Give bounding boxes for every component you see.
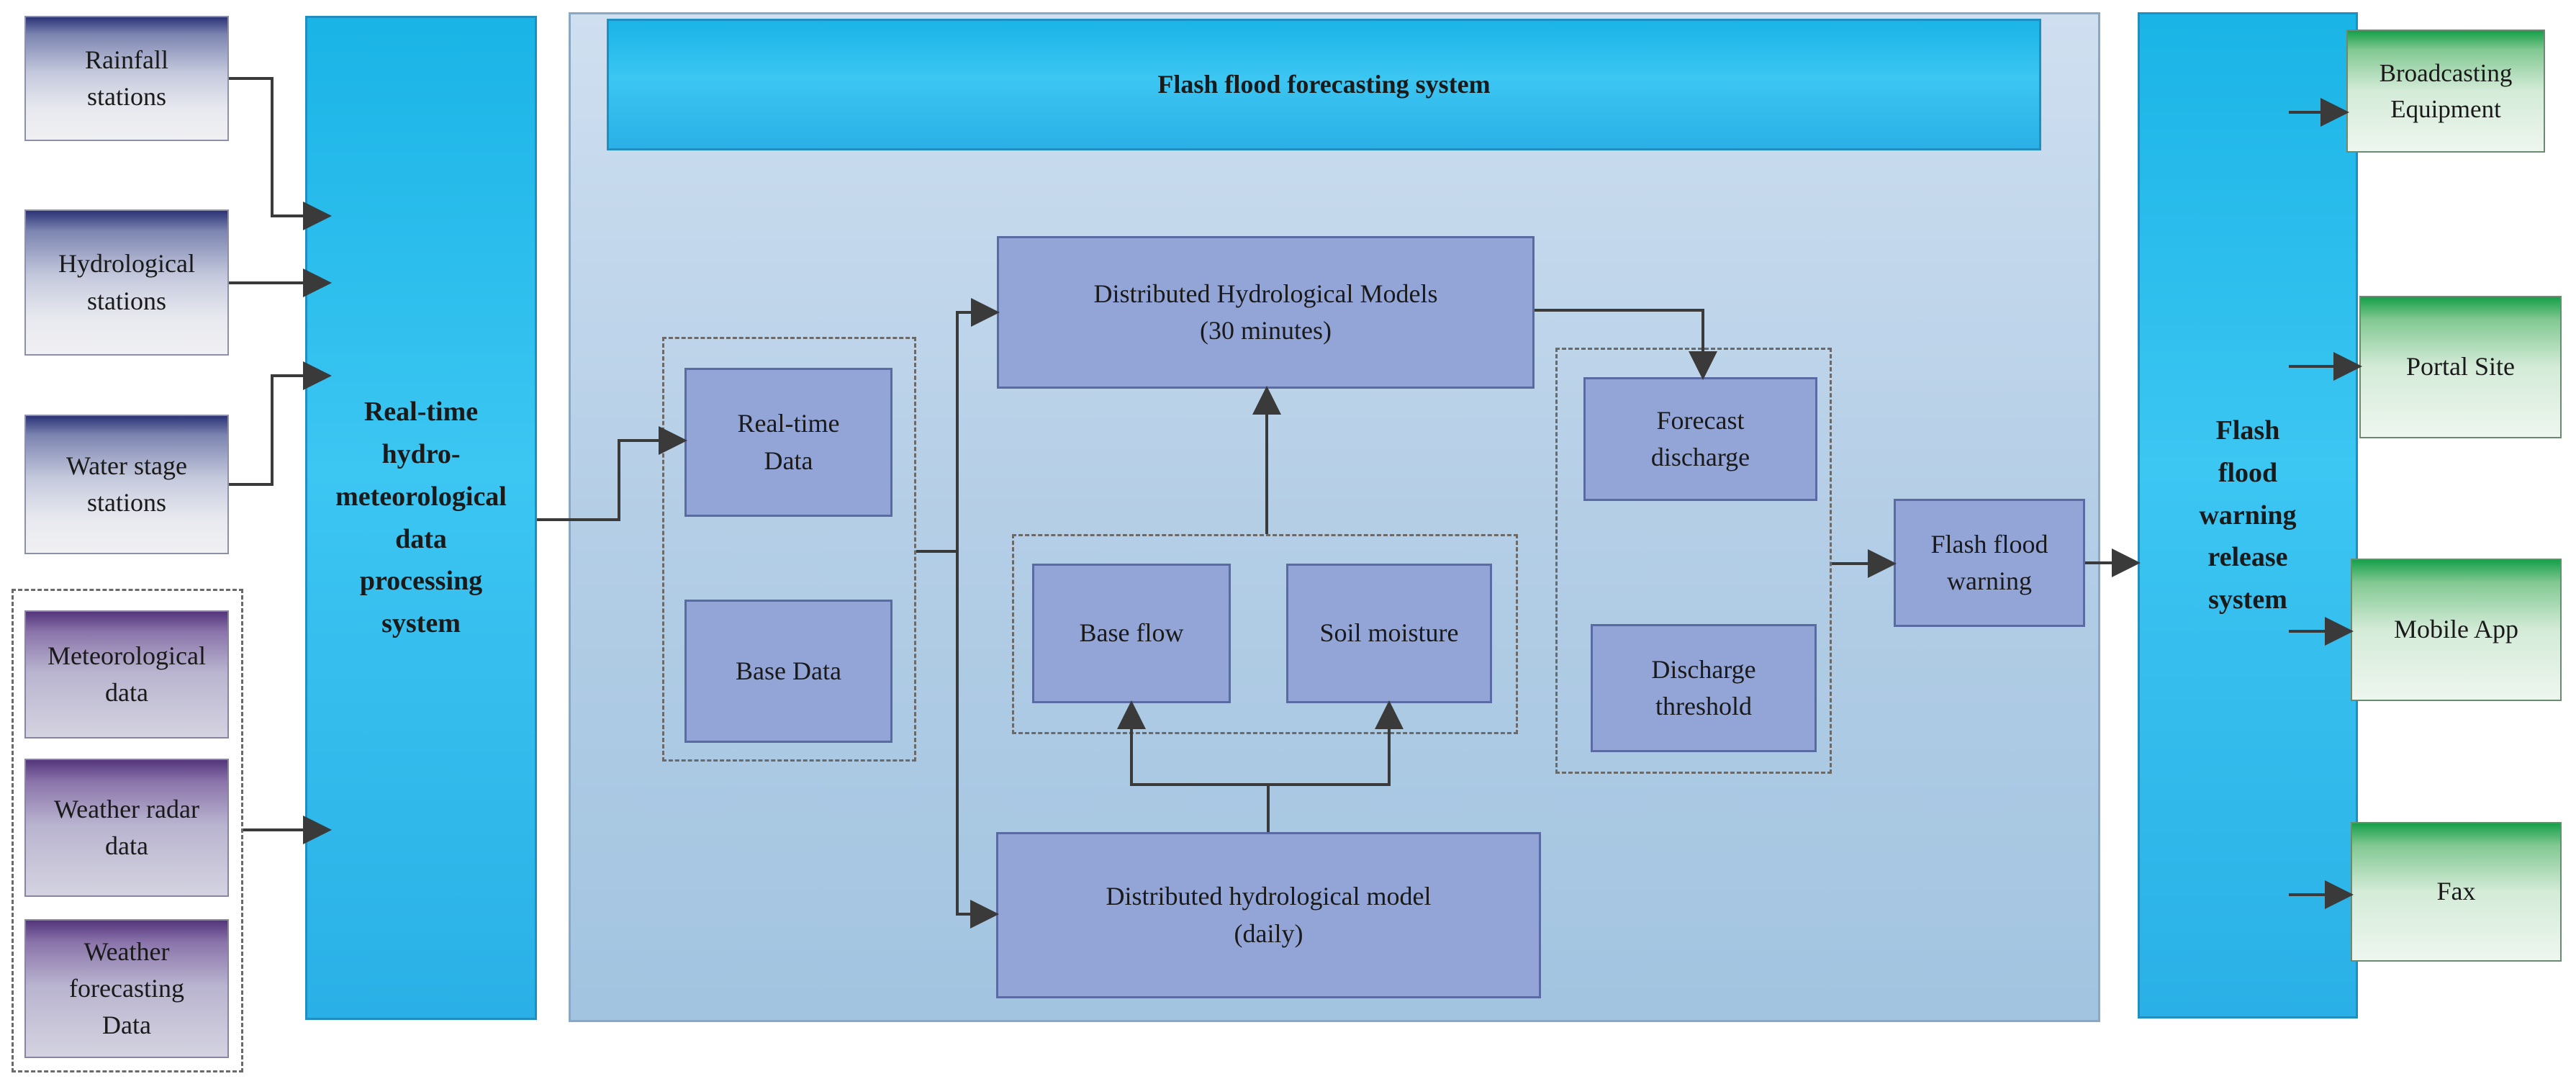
meteorological-group — [12, 589, 243, 1072]
input-to-distributed-30min-arrow — [916, 298, 1000, 553]
soil-moisture-box: Soil moisture — [1286, 564, 1492, 703]
rainfall-stations-box: Rainfall stations — [24, 16, 229, 141]
fax-box: Fax — [2351, 822, 2562, 962]
data-processing-system-box: Real-time hydro- meteorological data pro… — [305, 16, 537, 1020]
forecasting-system-title: Flash flood forecasting system — [607, 19, 2041, 150]
portal-site-box: Portal Site — [2359, 296, 2562, 438]
distributed-to-forecast-discharge-arrow — [1535, 309, 1717, 380]
processing-to-real-time-data-arrow — [537, 426, 687, 521]
input-data-group — [662, 337, 916, 762]
hydrological-stations-box: Hydrological stations — [24, 209, 229, 356]
state-variables-group — [1012, 534, 1518, 734]
weather-radar-data-box: Weather radar data — [24, 759, 229, 897]
mobile-app-box: Mobile App — [2351, 559, 2562, 701]
real-time-data-box: Real-time Data — [684, 368, 892, 517]
base-data-box: Base Data — [684, 600, 892, 743]
water-stage-to-processing-arrow — [229, 361, 332, 486]
weather-forecasting-data-box: Weather forecasting Data — [24, 919, 229, 1058]
meteorological-data-box: Meteorological data — [24, 610, 229, 739]
distributed-models-30min-box: Distributed Hydrological Models (30 minu… — [997, 236, 1535, 389]
water-stage-stations-box: Water stage stations — [24, 415, 229, 554]
broadcasting-equipment-box: Broadcasting Equipment — [2346, 30, 2545, 153]
daily-to-base-flow-arrow — [1117, 700, 1270, 832]
rainfall-to-processing-arrow — [229, 77, 332, 230]
warning-release-system-box: Flash flood warning release system — [2138, 12, 2358, 1018]
discharge-group — [1555, 348, 1832, 774]
flash-flood-warning-box: Flash flood warning — [1894, 499, 2085, 627]
base-flow-box: Base flow — [1032, 564, 1231, 703]
input-to-distributed-daily-arrow — [956, 551, 999, 929]
distributed-model-daily-box: Distributed hydrological model (daily) — [996, 832, 1541, 998]
daily-to-soil-moisture-arrow — [1268, 700, 1404, 786]
discharge-threshold-box: Discharge threshold — [1591, 624, 1817, 752]
